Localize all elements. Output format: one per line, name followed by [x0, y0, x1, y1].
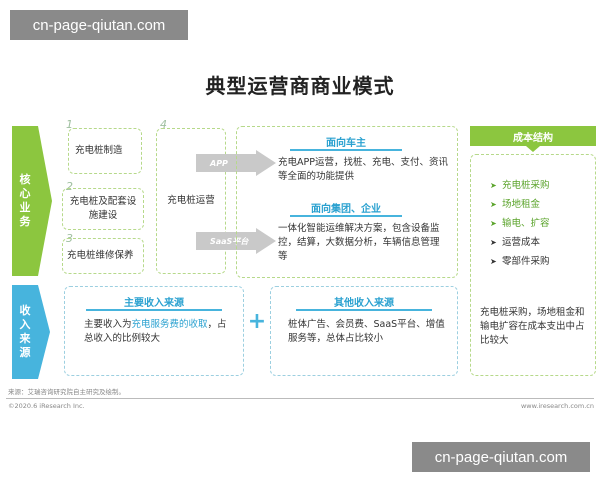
cost-item-label: 输电、扩容	[502, 218, 550, 229]
sidebar-core-char: 心	[19, 187, 31, 200]
cost-header: 成本结构	[470, 126, 596, 146]
step-label: 充电桩维修保养	[67, 250, 134, 261]
cost-panel	[470, 154, 596, 376]
page-title: 典型运营商商业模式	[205, 74, 395, 98]
sidebar-core-arrow	[38, 126, 52, 276]
chevron-right-icon: ➤	[490, 257, 497, 266]
income-other-head: 其他收入来源	[334, 298, 394, 309]
chevron-right-icon: ➤	[490, 238, 497, 247]
sidebar-income-arrow	[38, 285, 50, 379]
cost-item-label: 运营成本	[502, 237, 541, 248]
income-main-head: 主要收入来源	[124, 298, 184, 309]
plus-sign: +	[247, 309, 267, 334]
arrow-label: APP	[210, 158, 228, 168]
cost-item: ➤ 场地租金	[490, 195, 590, 214]
watermark-top: cn-page-qiutan.com	[10, 10, 188, 40]
sidebar-income-char: 来	[19, 332, 31, 345]
income-main-text-pre: 主要收入为	[84, 319, 132, 330]
cost-summary: 充电桩采购，场地租金和输电扩容在成本支出中占比较大	[480, 307, 585, 346]
target-owner-head: 面向车主	[326, 138, 366, 149]
footer-divider	[6, 398, 594, 399]
cost-item-label: 场地租金	[502, 199, 541, 210]
chevron-right-icon: ➤	[490, 200, 497, 209]
income-main-text: 主要收入为充电服务费的收取，占总收入的比例较大	[84, 318, 230, 346]
cost-item: ➤ 运营成本	[490, 233, 590, 252]
watermark-bottom: cn-page-qiutan.com	[412, 442, 590, 472]
sidebar-income-char: 源	[19, 346, 31, 359]
cost-header-arrow	[526, 146, 540, 152]
cost-item: ➤ 输电、扩容	[490, 214, 590, 233]
income-other-underline	[296, 309, 432, 311]
cost-head-label: 成本结构	[513, 132, 553, 144]
step-box-operation: 充电桩运营	[156, 128, 226, 274]
cost-list: ➤ 充电桩采购 ➤ 场地租金 ➤ 输电、扩容 ➤ 运营成本 ➤ 零部件采购	[490, 176, 590, 271]
target-enterprise-underline	[290, 215, 402, 217]
step-number: 1	[66, 118, 73, 131]
target-owner-underline	[290, 149, 402, 151]
step-label: 充电桩及配套设施建设	[69, 196, 137, 221]
chevron-right-icon: ➤	[490, 219, 497, 228]
step-box-maintenance: 充电桩维修保养	[62, 238, 144, 274]
income-other-panel	[270, 286, 458, 376]
cost-item: ➤ 充电桩采购	[490, 176, 590, 195]
income-main-panel	[64, 286, 244, 376]
step-box-manufacture: 充电桩制造	[68, 128, 142, 174]
target-panel	[236, 126, 458, 278]
income-main-text-highlight: 充电服务费的收取	[131, 319, 208, 330]
sidebar-core-char: 务	[19, 215, 31, 228]
cost-item-label: 零部件采购	[502, 256, 550, 267]
step-number: 4	[160, 118, 167, 131]
sidebar-income: 收 入 来 源	[12, 285, 38, 379]
copyright: ©2020.6 iResearch Inc.	[8, 402, 85, 410]
income-main-underline	[86, 309, 222, 311]
sidebar-core-char: 核	[19, 173, 31, 186]
sidebar-income-char: 收	[19, 304, 31, 317]
target-enterprise-head: 面向集团、企业	[311, 204, 381, 215]
cost-item: ➤ 零部件采购	[490, 252, 590, 271]
income-other-text: 桩体广告、会员费、SaaS平台、增值服务等，总体占比较小	[288, 319, 445, 344]
step-label: 充电桩运营	[167, 195, 215, 206]
target-enterprise-text: 一体化智能运维解决方案，包含设备监控，结算，大数据分析，车辆信息管理等	[278, 223, 440, 262]
step-label: 充电桩制造	[75, 145, 123, 156]
sidebar-core-business: 核 心 业 务	[12, 126, 38, 276]
income-main-text-post: ，占总收入的比例较大	[84, 319, 227, 344]
sidebar-core-char: 业	[19, 201, 31, 214]
source-note: 来源：艾瑞咨询研究院自主研究及绘制。	[8, 388, 125, 396]
step-box-construction: 充电桩及配套设施建设	[62, 188, 144, 230]
step-number: 2	[66, 180, 73, 193]
sidebar-income-char: 入	[19, 318, 31, 331]
target-owner-text: 充电APP运营，找桩、充电、支付、资讯等全面的功能提供	[278, 157, 448, 182]
cost-item-label: 充电桩采购	[502, 180, 550, 191]
chevron-right-icon: ➤	[490, 181, 497, 190]
arrow-label: SaaS平台	[210, 236, 249, 246]
website: www.iresearch.com.cn	[520, 402, 594, 410]
